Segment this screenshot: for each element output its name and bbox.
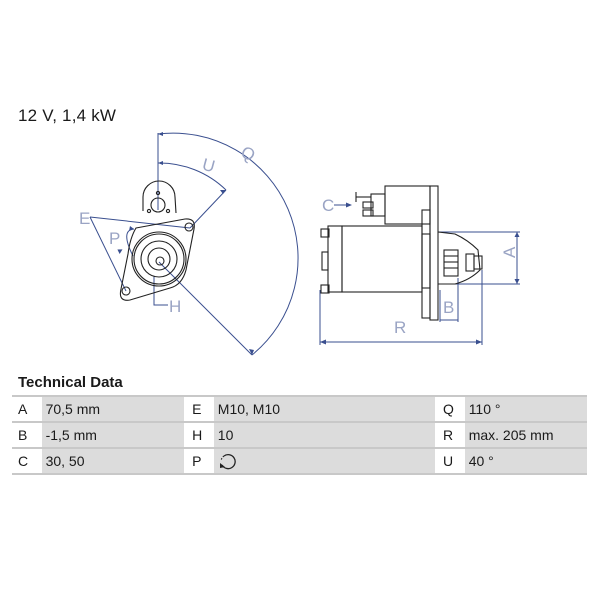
rotation-counterclockwise-icon — [219, 454, 236, 470]
table-row: A 70,5 mm E M10, M10 Q 110 ° — [12, 396, 587, 423]
spec-value: 10 — [213, 422, 436, 449]
spec-voltage-power: 12 V, 1,4 kW — [18, 106, 117, 125]
spec-key: B — [12, 422, 42, 449]
label-B: B — [443, 298, 454, 317]
side-view-dimensions — [319, 204, 520, 345]
spec-key: U — [435, 448, 465, 475]
label-C: C — [322, 196, 334, 215]
front-view-body — [119, 180, 195, 301]
spec-value-rotation — [213, 448, 436, 475]
spec-key: P — [184, 448, 214, 475]
front-view-dimensions — [89, 132, 299, 356]
technical-drawing: E P H U Q — [79, 132, 520, 356]
spec-value: -1,5 mm — [41, 422, 185, 449]
table-row: B -1,5 mm H 10 R max. 205 mm — [12, 422, 587, 449]
spec-key: H — [184, 422, 214, 449]
technical-data-heading: Technical Data — [18, 374, 123, 391]
label-E: E — [79, 209, 90, 228]
label-P: P — [109, 229, 120, 248]
spec-key: A — [12, 396, 42, 423]
label-A: A — [500, 246, 519, 258]
spec-value: max. 205 mm — [464, 422, 587, 449]
spec-value: 40 ° — [464, 448, 587, 475]
side-view-body — [320, 185, 483, 321]
spec-key: R — [435, 422, 465, 449]
spec-key: E — [184, 396, 214, 423]
spec-key: C — [12, 448, 42, 475]
label-H: H — [169, 297, 181, 316]
spec-value: 70,5 mm — [41, 396, 185, 423]
spec-value: 110 ° — [464, 396, 587, 423]
technical-data-table: A 70,5 mm E M10, M10 Q 110 ° B -1,5 mm H… — [12, 395, 587, 475]
label-R: R — [394, 318, 406, 337]
spec-value: 30, 50 — [41, 448, 185, 475]
label-Q: Q — [238, 142, 259, 165]
table-row: C 30, 50 P U 40 ° — [12, 448, 587, 475]
spec-value: M10, M10 — [213, 396, 436, 423]
spec-key: Q — [435, 396, 465, 423]
label-U: U — [200, 155, 217, 177]
